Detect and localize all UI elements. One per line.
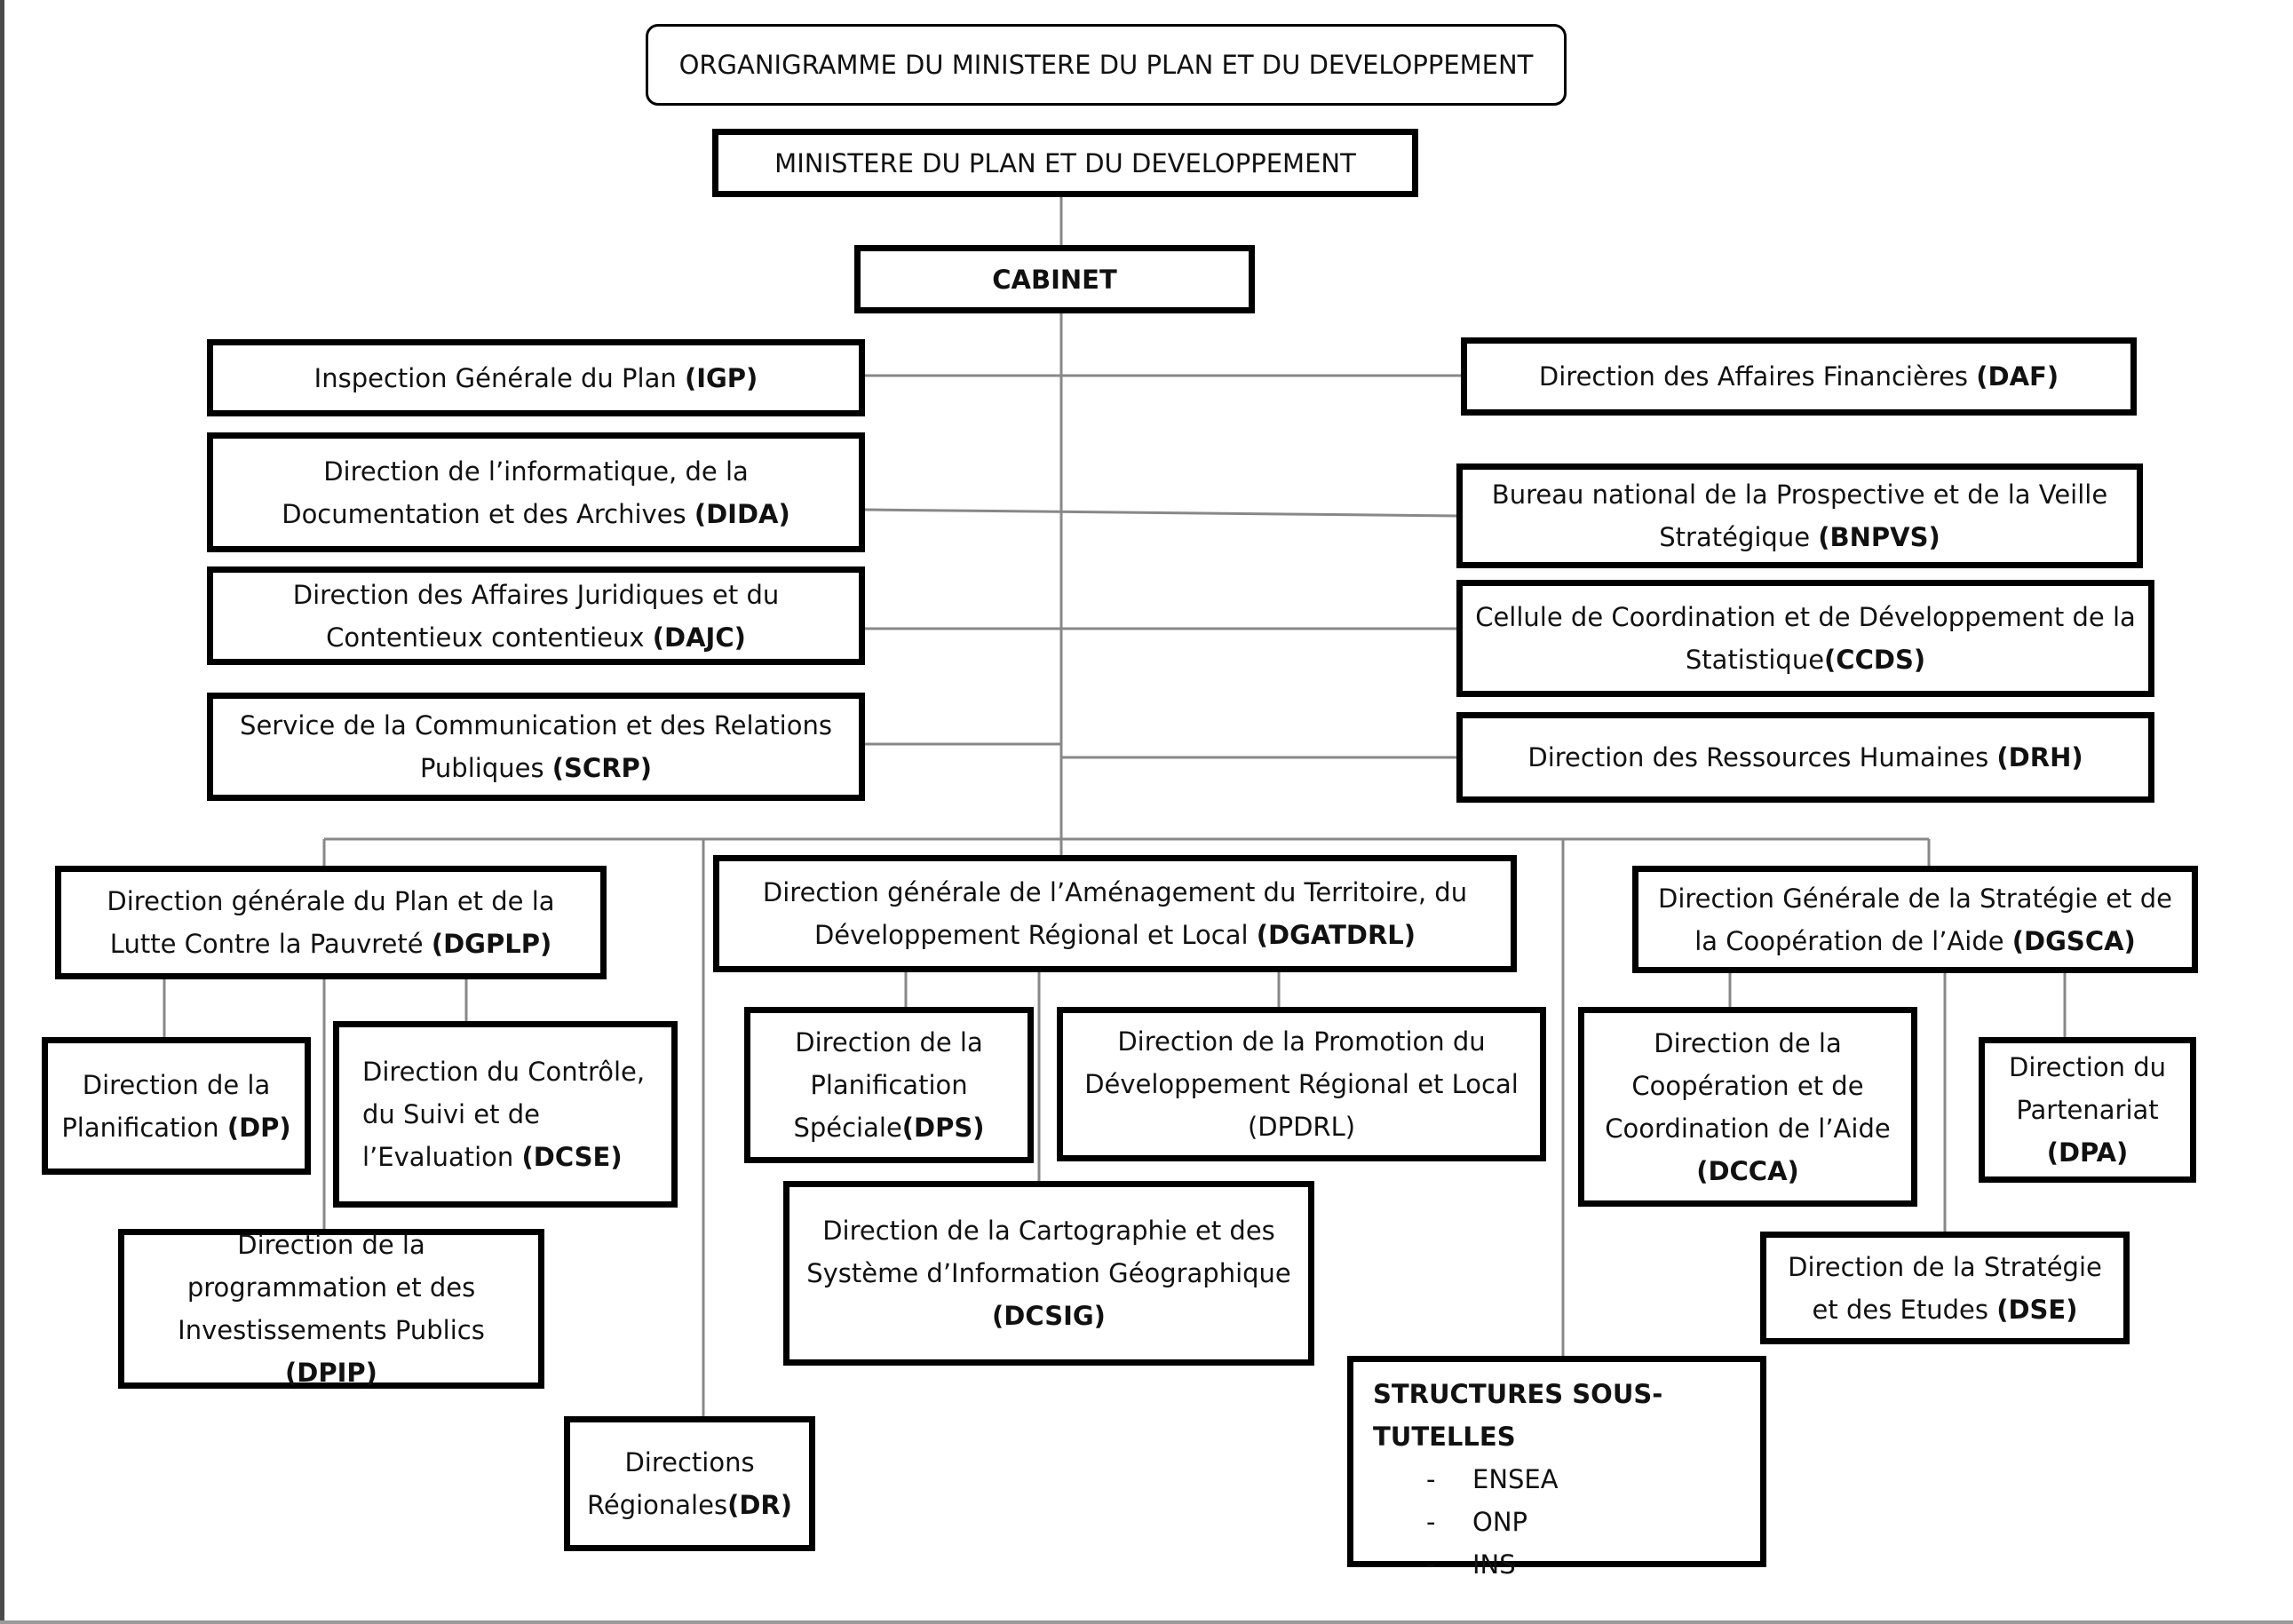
scrp-box: Service de la Communication et des Relat…: [207, 693, 865, 801]
dgplp-label: Direction générale du Plan et de la Lutt…: [107, 886, 555, 959]
dajc-label: Direction des Affaires Juridiques et du …: [292, 579, 780, 653]
dcsig-label: Direction de la Cartographie et des Syst…: [806, 1216, 1291, 1288]
daf-code: (DAF): [1976, 361, 2059, 392]
dps-box: Direction de la Planification Spéciale(D…: [744, 1007, 1034, 1163]
connector-dida-bnpvs: [864, 508, 1457, 518]
chart-title-box: ORGANIGRAMME DU MINISTERE DU PLAN ET DU …: [646, 24, 1567, 106]
ministry-label: MINISTERE DU PLAN ET DU DEVELOPPEMENT: [774, 147, 1356, 178]
dcse-box: Direction du Contrôle, du Suivi et de l’…: [333, 1021, 678, 1208]
dpdrl-label: Direction de la Promotion du Développeme…: [1084, 1026, 1519, 1142]
dgplp-box: Direction générale du Plan et de la Lutt…: [55, 866, 607, 979]
dida-box: Direction de l’informatique, de la Docum…: [207, 432, 865, 552]
tutelle-item: INS: [1426, 1543, 1760, 1586]
bnpvs-box: Bureau national de la Prospective et de …: [1456, 463, 2143, 568]
dr-code: (DR): [727, 1490, 792, 1520]
dp-label: Direction de la Planification: [61, 1069, 271, 1143]
dpdrl-box: Direction de la Promotion du Développeme…: [1057, 1007, 1546, 1161]
drh-box: Direction des Ressources Humaines (DRH): [1456, 712, 2154, 803]
tutelle-item: ENSEA: [1426, 1458, 1760, 1501]
dps-code: (DPS): [901, 1113, 985, 1143]
dpip-box: Direction de la programmation et des Inv…: [118, 1229, 544, 1389]
dpa-label: Direction du Partenariat: [2008, 1052, 2167, 1125]
daf-box: Direction des Affaires Financières (DAF): [1461, 337, 2137, 416]
dps-label: Direction de la Planification Spéciale: [793, 1027, 983, 1143]
tutelle-list: ENSEA ONP INS: [1373, 1458, 1760, 1586]
dajc-box: Direction des Affaires Juridiques et du …: [207, 566, 865, 665]
dpip-code: (DPIP): [285, 1358, 377, 1388]
bnpvs-label: Bureau national de la Prospective et de …: [1491, 479, 2108, 552]
bnpvs-code: (BNPVS): [1818, 522, 1940, 552]
dida-label: Direction de l’informatique, de la Docum…: [282, 456, 749, 529]
tutelle-box: STRUCTURES SOUS-TUTELLES ENSEA ONP INS: [1347, 1356, 1766, 1586]
igp-code: (IGP): [684, 362, 758, 393]
dp-code: (DP): [226, 1112, 291, 1143]
dpa-code: (DPA): [2046, 1137, 2129, 1168]
dpa-box: Direction du Partenariat (DPA): [1979, 1037, 2196, 1183]
chart-title: ORGANIGRAMME DU MINISTERE DU PLAN ET DU …: [678, 50, 1534, 80]
ccds-label: Cellule de Coordination et de Développem…: [1475, 602, 2136, 675]
drh-code: (DRH): [1996, 742, 2083, 772]
ccds-box: Cellule de Coordination et de Développem…: [1456, 580, 2154, 697]
dgatdrl-code: (DGATDRL): [1256, 920, 1416, 950]
dgsca-code: (DGSCA): [2011, 925, 2136, 956]
dp-box: Direction de la Planification (DP): [42, 1037, 311, 1175]
dcca-box: Direction de la Coopération et de Coordi…: [1578, 1007, 1917, 1207]
dcse-label: Direction du Contrôle, du Suivi et de l’…: [362, 1057, 646, 1172]
igp-box: Inspection Générale du Plan (IGP): [207, 339, 865, 416]
ministry-box: MINISTERE DU PLAN ET DU DEVELOPPEMENT: [712, 129, 1418, 197]
dcsig-box: Direction de la Cartographie et des Syst…: [783, 1181, 1314, 1366]
dpip-label: Direction de la programmation et des Inv…: [178, 1230, 485, 1345]
scrp-code: (SCRP): [551, 753, 653, 783]
dgplp-code: (DGPLP): [431, 929, 552, 959]
cabinet-box: CABINET: [854, 245, 1255, 313]
dse-label: Direction de la Stratégie et des Etudes: [1788, 1251, 2102, 1325]
dida-code: (DIDA): [694, 498, 790, 529]
scrp-label: Service de la Communication et des Relat…: [240, 710, 832, 783]
cabinet-label: CABINET: [992, 264, 1117, 295]
tutelle-title: STRUCTURES SOUS-TUTELLES: [1373, 1379, 1663, 1452]
ccds-code: (CCDS): [1824, 645, 1926, 675]
drh-label: Direction des Ressources Humaines: [1527, 742, 1997, 772]
daf-label: Direction des Affaires Financières: [1538, 361, 1977, 392]
page-left-edge: [0, 0, 4, 1624]
dcca-label: Direction de la Coopération et de Coordi…: [1605, 1027, 1891, 1144]
dajc-code: (DAJC): [652, 622, 746, 653]
page-bottom-edge: [0, 1620, 2293, 1624]
dcca-code: (DCCA): [1696, 1155, 1799, 1186]
dr-box: Directions Régionales(DR): [564, 1416, 815, 1551]
dr-label: Directions Régionales: [587, 1447, 755, 1520]
igp-label: Inspection Générale du Plan: [313, 362, 685, 393]
dse-code: (DSE): [1996, 1294, 2078, 1325]
tutelle-item: ONP: [1426, 1501, 1760, 1543]
dse-box: Direction de la Stratégie et des Etudes …: [1760, 1232, 2130, 1344]
dgatdrl-box: Direction générale de l’Aménagement du T…: [713, 855, 1517, 972]
dgatdrl-label: Direction générale de l’Aménagement du T…: [762, 877, 1468, 950]
dcsig-code: (DCSIG): [992, 1301, 1106, 1331]
dgsca-box: Direction Générale de la Stratégie et de…: [1632, 866, 2198, 973]
dcse-code: (DCSE): [521, 1142, 623, 1172]
dgsca-label: Direction Générale de la Stratégie et de…: [1658, 883, 2172, 956]
